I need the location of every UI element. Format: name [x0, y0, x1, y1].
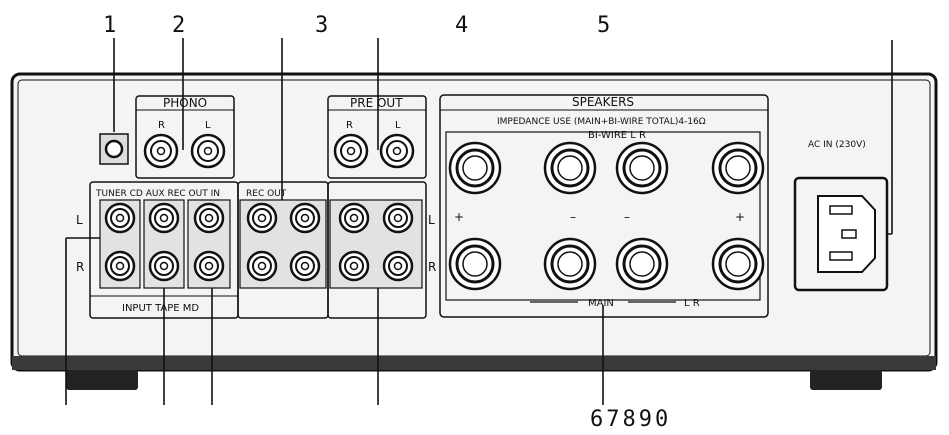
input-header: TUNER CD AUX REC OUT IN: [95, 189, 220, 199]
pre-out-r-jack[interactable]: [333, 133, 369, 169]
callout-4: 4: [455, 13, 468, 38]
phono-r-jack[interactable]: [143, 133, 179, 169]
callout-5: 5: [597, 13, 610, 38]
speakers-title: SPEAKERS: [572, 95, 634, 109]
rec-out-2-l-jack[interactable]: [289, 202, 321, 234]
pre-out-lower-2-r-jack[interactable]: [382, 250, 414, 282]
phono-panel: [135, 95, 235, 179]
main-r-plus-post[interactable]: [711, 237, 765, 291]
biwire-l-plus-post[interactable]: [448, 141, 502, 195]
ac-pin-earth: [841, 229, 857, 239]
left-foot: [66, 370, 138, 390]
speakers-minus-right: –: [624, 210, 630, 224]
pre-out-title: PRE OUT: [350, 96, 403, 110]
main-l-plus-post[interactable]: [448, 237, 502, 291]
biwire-r-minus-post[interactable]: [615, 141, 669, 195]
ground-terminal: [104, 139, 124, 159]
speakers-plus-right: +: [735, 210, 745, 224]
phono-l-label: L: [205, 120, 211, 131]
speakers-lr-label: L R: [684, 298, 700, 309]
chassis-base: [12, 356, 936, 370]
rca-jacks: [104, 133, 415, 282]
speakers-minus-left: –: [570, 210, 576, 224]
cd-l-jack[interactable]: [148, 202, 180, 234]
left-l-label: L: [76, 213, 83, 227]
right-foot: [810, 370, 882, 390]
tuner-l-jack[interactable]: [104, 202, 136, 234]
rec-out-1-r-jack[interactable]: [246, 250, 278, 282]
biwire-l-minus-post[interactable]: [543, 141, 597, 195]
speakers-plus-left: +: [454, 210, 464, 224]
pre-out-r-label: R: [346, 120, 353, 131]
pre-out-lower-panel: [327, 181, 427, 319]
ac-pin-bottom: [829, 251, 853, 261]
callout-67890: 67890: [590, 407, 671, 432]
rec-out-header: REC OUT: [246, 189, 287, 199]
pre-out-lower-1-l-jack[interactable]: [338, 202, 370, 234]
left-r-label: R: [76, 260, 84, 274]
speakers-impedance: IMPEDANCE USE (MAIN+BI-WIRE TOTAL)4-16Ω: [497, 117, 706, 127]
rec-out-2-r-jack[interactable]: [289, 250, 321, 282]
phono-l-jack[interactable]: [190, 133, 226, 169]
ac-pin-top: [829, 205, 853, 215]
pre-out-panel: [327, 95, 427, 179]
ac-in-label: AC IN (230V): [808, 140, 866, 150]
speakers-panel: [439, 94, 769, 318]
phono-title: PHONO: [163, 96, 207, 110]
phono-r-label: R: [158, 120, 165, 131]
pre-out-lower-2-l-jack[interactable]: [382, 202, 414, 234]
main-r-minus-post[interactable]: [615, 237, 669, 291]
speakers-main-label: MAIN: [588, 298, 614, 309]
callout-2: 2: [172, 13, 185, 38]
aux-r-jack[interactable]: [193, 250, 225, 282]
aux-l-jack[interactable]: [193, 202, 225, 234]
right-r-label: R: [428, 260, 436, 274]
pre-out-l-jack[interactable]: [379, 133, 415, 169]
callout-3: 3: [315, 13, 328, 38]
callout-1: 1: [103, 13, 116, 38]
cd-r-jack[interactable]: [148, 250, 180, 282]
speakers-biwire: BI-WIRE L R: [588, 130, 646, 141]
input-footer: INPUT TAPE MD: [122, 303, 199, 314]
rec-out-1-l-jack[interactable]: [246, 202, 278, 234]
speakers-terminal-plate: [445, 131, 761, 301]
pre-out-l-label: L: [395, 120, 401, 131]
tuner-r-jack[interactable]: [104, 250, 136, 282]
speaker-binding-posts: [448, 141, 765, 291]
biwire-r-plus-post[interactable]: [711, 141, 765, 195]
main-l-minus-post[interactable]: [543, 237, 597, 291]
pre-out-lower-1-r-jack[interactable]: [338, 250, 370, 282]
right-l-label: L: [428, 213, 435, 227]
